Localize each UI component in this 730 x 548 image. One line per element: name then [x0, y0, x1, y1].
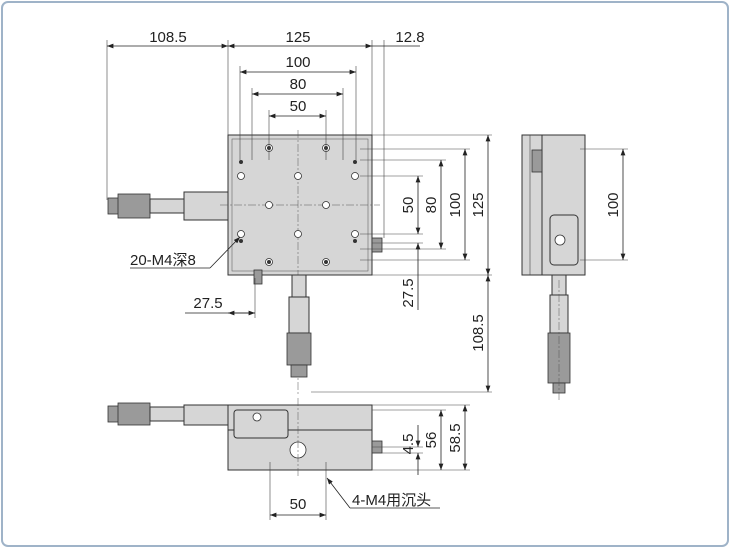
pin-hole [239, 239, 243, 243]
tapped-hole [294, 172, 302, 180]
dim-27-5-left: 27.5 [193, 295, 222, 312]
dim-100-right: 100 [447, 192, 464, 217]
lock-knob [371, 237, 383, 253]
dim-56: 56 [423, 432, 440, 449]
dim-100-top: 100 [285, 54, 310, 71]
pin-hole [353, 239, 357, 243]
tapped-hole [322, 201, 330, 209]
dimensions: 108.5 125 12.8 100 80 50 50 80 100 125 2… [106, 29, 628, 520]
tapped-hole [294, 230, 302, 238]
dim-125-top: 125 [285, 29, 310, 46]
dim-50-right: 50 [400, 197, 417, 214]
front-view [107, 398, 383, 478]
pin-hole [239, 160, 243, 164]
dim-108-5-top: 108.5 [149, 29, 187, 46]
micrometer-sleeve [149, 198, 185, 214]
dim-27-5-right: 27.5 [400, 278, 417, 307]
tapped-hole [351, 230, 359, 238]
dim-108-5-right: 108.5 [470, 314, 487, 352]
pin-hole [267, 260, 271, 264]
dim-58-5: 58.5 [447, 423, 464, 452]
micrometer-y-thimble [286, 332, 312, 366]
callout-mounting-holes: 4-M4用沉头 [352, 492, 431, 509]
tapped-hole [237, 230, 245, 238]
pin-hole [353, 160, 357, 164]
tapped-hole [351, 172, 359, 180]
tapped-hole [265, 201, 273, 209]
micrometer-y-sleeve [288, 296, 310, 334]
micrometer-thimble [117, 193, 151, 219]
tapped-hole [237, 172, 245, 180]
side-view [521, 134, 586, 400]
dim-4-5: 4.5 [400, 434, 417, 455]
dim-12-8: 12.8 [395, 29, 424, 46]
dim-80-top: 80 [290, 76, 307, 93]
dim-100-side: 100 [605, 192, 622, 217]
callout-tapped-holes: 20-M4深8 [130, 252, 196, 269]
pin-hole [324, 260, 328, 264]
dim-125-right: 125 [470, 192, 487, 217]
dim-50-top: 50 [290, 98, 307, 115]
micrometer-bracket [183, 191, 229, 221]
dim-80-right: 80 [423, 197, 440, 214]
dim-50-bottom: 50 [290, 496, 307, 513]
